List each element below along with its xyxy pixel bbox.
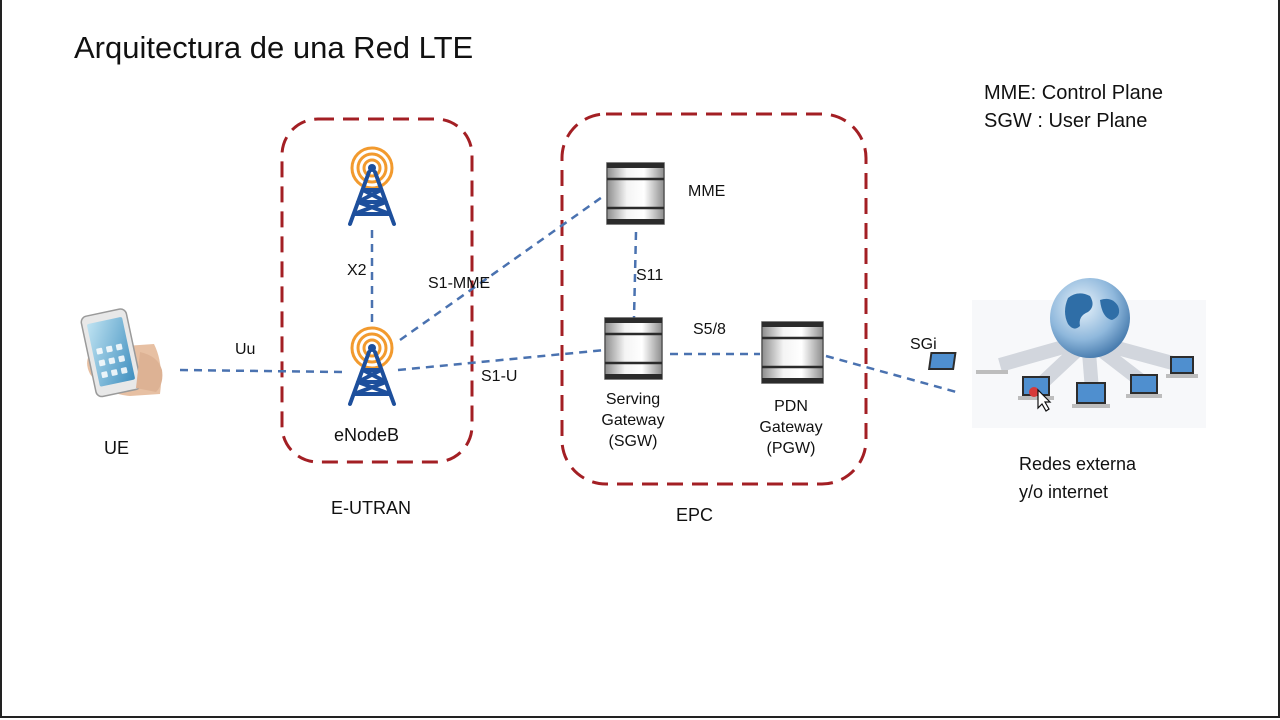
phone-icon bbox=[80, 308, 163, 398]
link-sgi bbox=[825, 354, 961, 395]
cell-tower-icon bbox=[348, 146, 396, 226]
epc-region bbox=[560, 112, 868, 486]
mouse-cursor-icon bbox=[1037, 388, 1052, 412]
label-x2: X2 bbox=[347, 262, 367, 279]
label-eutran: E-UTRAN bbox=[331, 498, 411, 518]
label-s11: S11 bbox=[636, 267, 664, 284]
label-external-networks: Redes externa y/o internet bbox=[1019, 454, 1137, 502]
label-pgw: PDN Gateway (PGW) bbox=[759, 398, 823, 457]
label-sgi: SGi bbox=[910, 336, 937, 353]
mme-server-icon bbox=[606, 162, 665, 225]
legend-user-plane: SGW : User Plane bbox=[984, 110, 1148, 132]
label-s5-8: S5/8 bbox=[693, 321, 726, 338]
label-epc: EPC bbox=[676, 505, 714, 525]
link-uu bbox=[179, 368, 343, 374]
label-s1-u: S1-U bbox=[481, 368, 518, 385]
enodeb-tower-icon bbox=[348, 326, 396, 406]
legend-control-plane: MME: Control Plane bbox=[984, 82, 1163, 104]
label-s1-mme: S1-MME bbox=[428, 275, 491, 292]
link-s1-u bbox=[397, 348, 606, 372]
label-sgw: Serving Gateway (SGW) bbox=[601, 391, 665, 450]
label-enodeb: eNodeB bbox=[334, 425, 400, 445]
link-s1-mme bbox=[399, 193, 606, 342]
internet-globe-icon bbox=[927, 278, 1206, 428]
label-uu: Uu bbox=[235, 341, 256, 358]
sgw-server-icon bbox=[604, 317, 663, 380]
page-title: Arquitectura de una Red LTE bbox=[74, 30, 474, 65]
label-ue: UE bbox=[104, 438, 130, 458]
pgw-server-icon bbox=[761, 321, 824, 384]
label-mme: MME bbox=[688, 183, 726, 200]
link-s11 bbox=[632, 231, 638, 319]
